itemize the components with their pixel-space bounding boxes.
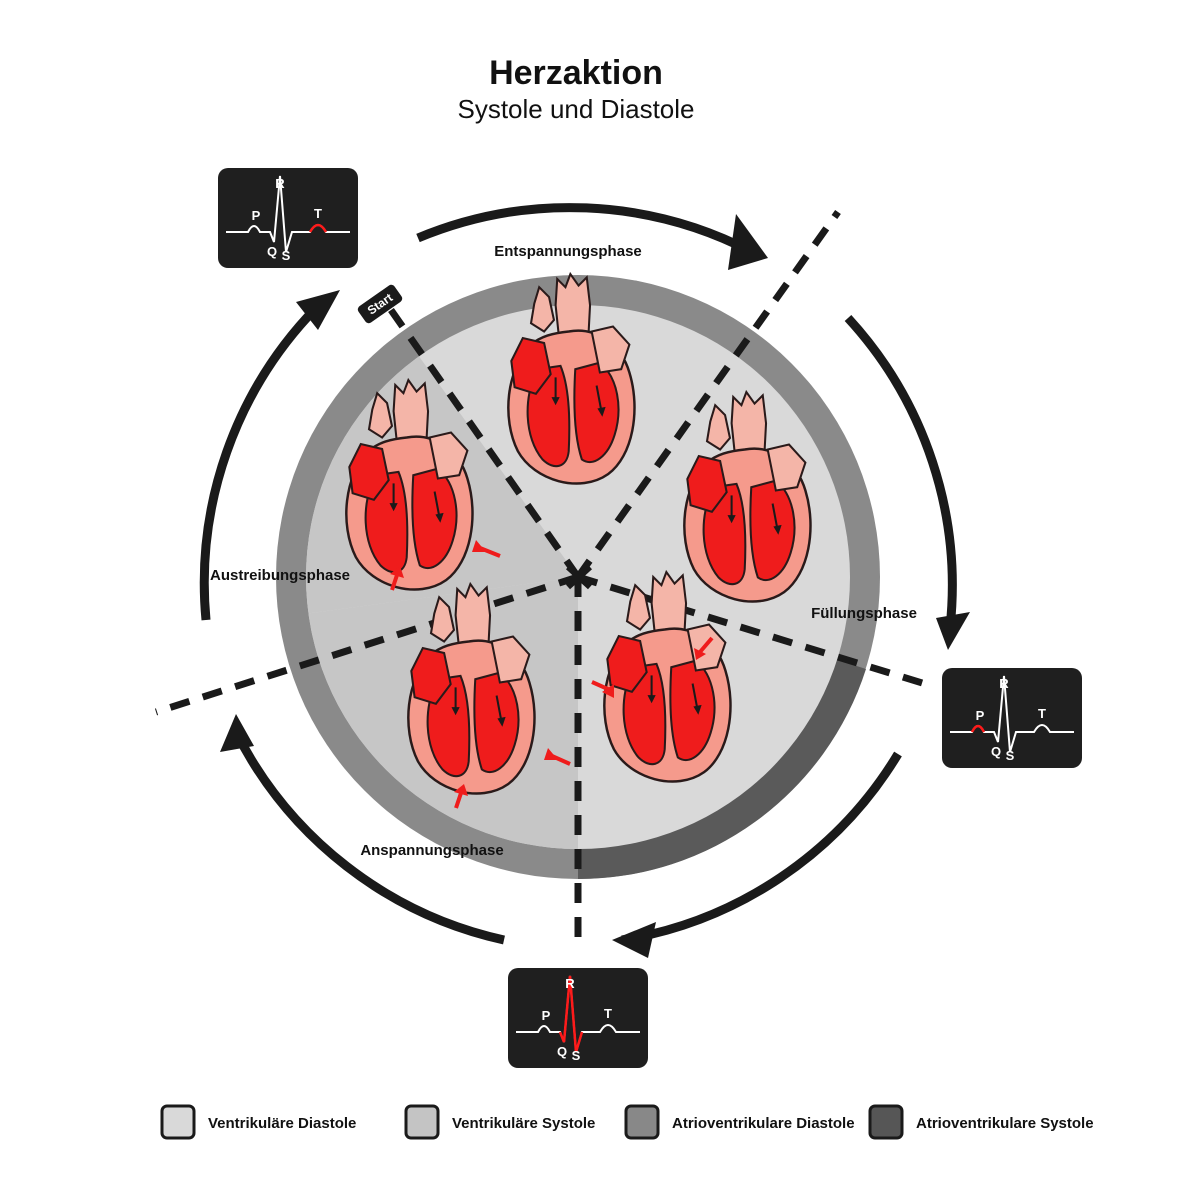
ecg-panel-qrs-complex: R P T Q S xyxy=(508,968,648,1068)
pressure-arrows xyxy=(390,540,714,809)
phase-label-fuellung: Füllungsphase xyxy=(811,605,917,622)
ecg-label-s: S xyxy=(572,1048,581,1063)
legend-item: Atrioventrikulare Systole xyxy=(868,1104,1094,1140)
legend-label: Ventrikuläre Diastole xyxy=(208,1115,356,1132)
cycle-arrow-top xyxy=(416,203,755,256)
arrowhead-upper-left-icon xyxy=(296,290,340,330)
center-cross-icon xyxy=(565,564,593,590)
ecg-label-s: S xyxy=(1006,748,1015,763)
legend-swatch-ventricular-systole xyxy=(404,1104,440,1140)
legend: Ventrikuläre Diastole Ventrikuläre Systo… xyxy=(160,1104,1094,1140)
legend-swatch-ventricular-diastole xyxy=(160,1104,196,1140)
phase-label-austreibung: Austreibungsphase xyxy=(210,567,350,584)
arrowhead-bottom-icon xyxy=(612,922,656,958)
page-subtitle: Systole und Diastole xyxy=(457,94,694,124)
ecg-label-t: T xyxy=(1038,706,1046,721)
cycle-arrow-left xyxy=(199,304,320,621)
phase-separators xyxy=(154,209,934,948)
legend-swatch-av-systole xyxy=(868,1104,904,1140)
ecg-label-r: R xyxy=(999,676,1009,691)
ecg-label-t: T xyxy=(604,1006,612,1021)
phase-label-entspannung: Entspannungsphase xyxy=(494,243,642,260)
legend-item: Ventrikuläre Diastole xyxy=(160,1104,356,1140)
legend-label: Atrioventrikulare Diastole xyxy=(672,1115,855,1132)
ecg-label-p: P xyxy=(542,1008,551,1023)
ecg-label-q: Q xyxy=(267,244,277,259)
cycle-arrow-bottom-left xyxy=(231,729,505,945)
legend-item: Atrioventrikulare Diastole xyxy=(624,1104,855,1140)
ecg-label-r: R xyxy=(565,976,575,991)
cycle-arrow-right xyxy=(844,314,957,629)
ecg-label-t: T xyxy=(314,206,322,221)
ecg-label-p: P xyxy=(252,208,261,223)
phase-label-anspannung: Anspannungsphase xyxy=(360,842,503,859)
legend-item: Ventrikuläre Systole xyxy=(404,1104,595,1140)
ecg-label-q: Q xyxy=(991,744,1001,759)
cycle-arrow-bottom-right xyxy=(621,751,902,945)
page-title: Herzaktion xyxy=(489,54,663,92)
ecg-panel-t-wave: R P T Q S xyxy=(218,168,358,268)
ecg-label-r: R xyxy=(275,176,285,191)
cycle-arrows xyxy=(199,203,957,945)
legend-label: Atrioventrikulare Systole xyxy=(916,1115,1094,1132)
legend-swatch-av-diastole xyxy=(624,1104,660,1140)
ecg-label-p: P xyxy=(976,708,985,723)
legend-label: Ventrikuläre Systole xyxy=(452,1115,595,1132)
ecg-label-s: S xyxy=(282,248,291,263)
ecg-label-q: Q xyxy=(557,1044,567,1059)
arrowhead-top-icon xyxy=(728,214,768,270)
ecg-panel-p-wave: R P T Q S xyxy=(942,668,1082,768)
arrowhead-right-icon xyxy=(936,612,970,650)
arrowhead-left-icon xyxy=(220,714,254,752)
cycle-arrow-heads xyxy=(220,214,970,958)
